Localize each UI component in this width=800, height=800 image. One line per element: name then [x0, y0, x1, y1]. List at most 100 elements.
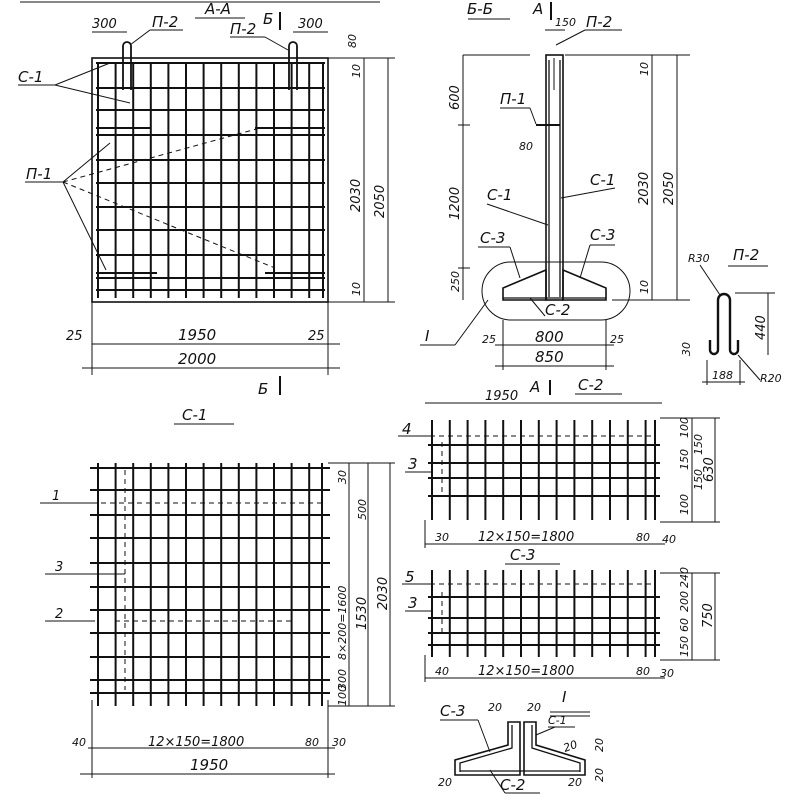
dim-inner-width: 1950 [178, 326, 216, 344]
leader [535, 726, 556, 736]
leader [477, 719, 491, 753]
mesh-c3: С-3 5 3 240 200 60 150 750 40 12×150=180… [402, 546, 720, 682]
dim-right-a: 80 [636, 531, 650, 544]
label-p1: П-1 [500, 90, 526, 108]
dim-left: 40 [72, 736, 86, 749]
mesh-c1-title: С-1 [182, 406, 207, 424]
detail-i-callout [481, 261, 631, 321]
dim-a: 20 [488, 701, 502, 714]
dim-left: 40 [435, 665, 449, 678]
p2-loop-detail: П-2 R30 440 30 188 R20 [680, 246, 782, 385]
loop-p2-left [122, 41, 132, 90]
dim-right-b: 40 [662, 533, 676, 546]
marker-3: 3 [408, 455, 418, 473]
dim-total-width: 2000 [178, 350, 216, 368]
footing-left-outline [454, 721, 521, 776]
label-p2-right: П-2 [230, 20, 256, 38]
dim-right-margin: 25 [308, 329, 325, 344]
radius-top: R30 [688, 252, 710, 265]
dim-f: 20 [438, 776, 452, 789]
dim-d4: 150 [692, 469, 705, 490]
dim-d2: 200 [678, 591, 691, 612]
label-c1: С-1 [548, 714, 567, 727]
dim-total-width: 850 [535, 348, 564, 366]
dim-width: 1950 [190, 756, 228, 774]
dim-spacing: 8×200=1600 [336, 586, 349, 660]
footing-left [502, 268, 547, 301]
leader [529, 107, 537, 125]
footing-right-outline [523, 721, 586, 776]
marker-3: 3 [408, 594, 418, 612]
dim-top: 30 [336, 470, 349, 484]
marker-4: 4 [402, 420, 412, 438]
dim-total-height: 2050 [373, 185, 388, 218]
radius-bottom: R20 [760, 372, 782, 385]
leader [62, 181, 276, 269]
leader [486, 203, 549, 226]
dim-e: 20 [593, 768, 606, 782]
dim-d1: 100 [678, 417, 691, 438]
mesh-c3-grid [428, 570, 660, 657]
label-c3-right: С-3 [590, 226, 615, 244]
dim-g: 20 [568, 776, 582, 789]
dim-total: 630 [702, 457, 717, 482]
dim-height: 440 [754, 315, 769, 340]
dim-left: 30 [435, 531, 449, 544]
leader [62, 142, 111, 183]
leader [560, 187, 616, 199]
dim-total: 750 [701, 603, 716, 628]
dim-right-a: 80 [636, 665, 650, 678]
leader [509, 246, 521, 279]
dim-cover-top: 10 [350, 64, 363, 78]
section-aa-title: А-А [204, 0, 231, 18]
loop-shape [708, 292, 740, 356]
label-p2-left: П-2 [152, 13, 178, 31]
dim-wall: 150 [555, 16, 576, 29]
leader [529, 297, 546, 317]
cut-mark-a: А [529, 378, 540, 396]
dim-upper: 600 [448, 85, 463, 110]
marker-1: 1 [52, 489, 60, 504]
dim-total-height: 2050 [662, 172, 677, 205]
mesh-c3-title: С-3 [510, 546, 535, 564]
dim-inner-height: 2030 [637, 172, 652, 205]
detail-mark-i: I [425, 327, 430, 345]
dim-left-margin: 25 [482, 333, 496, 346]
dim-d5: 100 [678, 494, 691, 515]
mesh-c2: С-2 А 1950 4 3 100 150 150 150 100 630 3… [398, 376, 720, 548]
dim-c: 20 [562, 738, 580, 755]
dim-bar-spacing: 12×150=1800 [478, 530, 574, 545]
label-c3-left: С-3 [480, 229, 505, 247]
dim-d2: 150 [678, 449, 691, 470]
dim-right-b: 30 [660, 667, 674, 680]
p2-detail-title: П-2 [733, 246, 759, 264]
dim-top-left: 300 [92, 17, 117, 32]
dim-top-offset: 80 [346, 34, 359, 48]
section-bb-title: Б-Б [467, 0, 493, 18]
dim-base: 250 [449, 271, 462, 292]
dim-cover-top: 10 [638, 62, 651, 76]
dim-width: 188 [712, 369, 733, 382]
cut-mark-b-bottom: Б [258, 380, 268, 398]
panel-rebar-grid [96, 62, 325, 298]
dim-right-a: 80 [305, 736, 319, 749]
leader [62, 181, 107, 271]
dim-middle: 1530 [355, 597, 370, 630]
leader [579, 244, 591, 279]
mesh-c2-title: С-2 [578, 376, 603, 394]
dim-hook: 30 [680, 342, 693, 356]
leader [264, 36, 289, 51]
label-c2: С-2 [545, 301, 570, 319]
mesh-c2-grid [428, 420, 660, 520]
mesh-c3-right-bar [531, 725, 581, 772]
detail-i: I С-3 С-2 С-1 20 20 20 20 20 20 20 [438, 688, 606, 794]
label-c2: С-2 [500, 776, 525, 794]
label-c1-left: С-1 [487, 186, 512, 204]
dim-right-b: 30 [332, 736, 346, 749]
label-c3: С-3 [440, 702, 465, 720]
loop-p2-right [288, 41, 298, 90]
wall-outline [545, 54, 564, 301]
leader [54, 62, 111, 86]
